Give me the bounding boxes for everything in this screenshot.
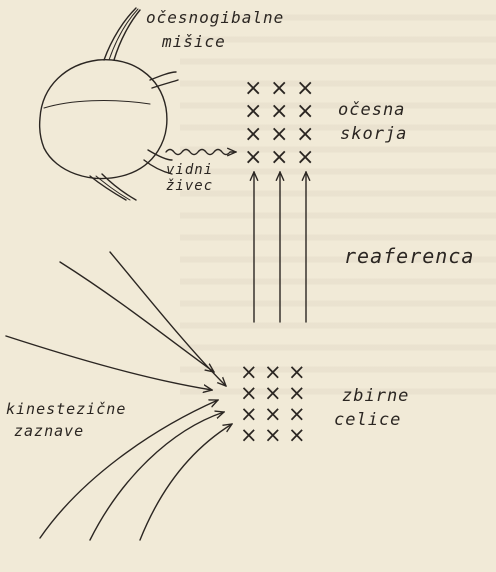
collector-cell-mark: × <box>240 362 258 383</box>
label-zaznave: zaznave <box>14 422 84 440</box>
collector-cell-mark: × <box>264 383 282 404</box>
cortex-cell-mark: × <box>270 78 288 100</box>
cortex-cell-mark: × <box>244 124 262 146</box>
kinesthetic-arrows <box>6 252 232 540</box>
collector-cell-mark: × <box>288 362 306 383</box>
collector-cell-mark: × <box>240 383 258 404</box>
label-celice: celice <box>334 410 401 430</box>
cortex-cell-mark: × <box>270 124 288 146</box>
label-kinestezicne: kinestezične <box>6 400 126 418</box>
label-zivec: živec <box>166 178 213 194</box>
cortex-cell-mark: × <box>296 147 314 169</box>
cortex-cell-mark: × <box>296 101 314 123</box>
label-zbirne: zbirne <box>342 386 409 406</box>
collector-cell-mark: × <box>264 404 282 425</box>
collector-cell-mark: × <box>240 425 258 446</box>
cortex-cell-mark: × <box>244 78 262 100</box>
cortex-cell-mark: × <box>244 147 262 169</box>
label-misice: mišice <box>162 32 226 51</box>
label-skorja: skorja <box>340 124 407 144</box>
eyeball <box>40 60 167 179</box>
cortex-cell-mark: × <box>270 101 288 123</box>
collector-cell-mark: × <box>264 362 282 383</box>
cortex-cell-mark: × <box>296 124 314 146</box>
collector-cell-mark: × <box>264 425 282 446</box>
label-reaferenca: reaferenca <box>344 244 474 268</box>
collector-cell-mark: × <box>288 425 306 446</box>
label-vidni: vidni <box>166 162 213 178</box>
collector-cell-mark: × <box>288 383 306 404</box>
collector-cell-mark: × <box>288 404 306 425</box>
label-ocesna: očesna <box>338 100 405 120</box>
label-ocesnogibalne: očesnogibalne <box>146 8 284 27</box>
cortex-cell-mark: × <box>244 101 262 123</box>
collector-cell-mark: × <box>240 404 258 425</box>
cortex-cell-mark: × <box>270 147 288 169</box>
cortex-cell-mark: × <box>296 78 314 100</box>
optic-nerve-arrow <box>166 150 236 155</box>
